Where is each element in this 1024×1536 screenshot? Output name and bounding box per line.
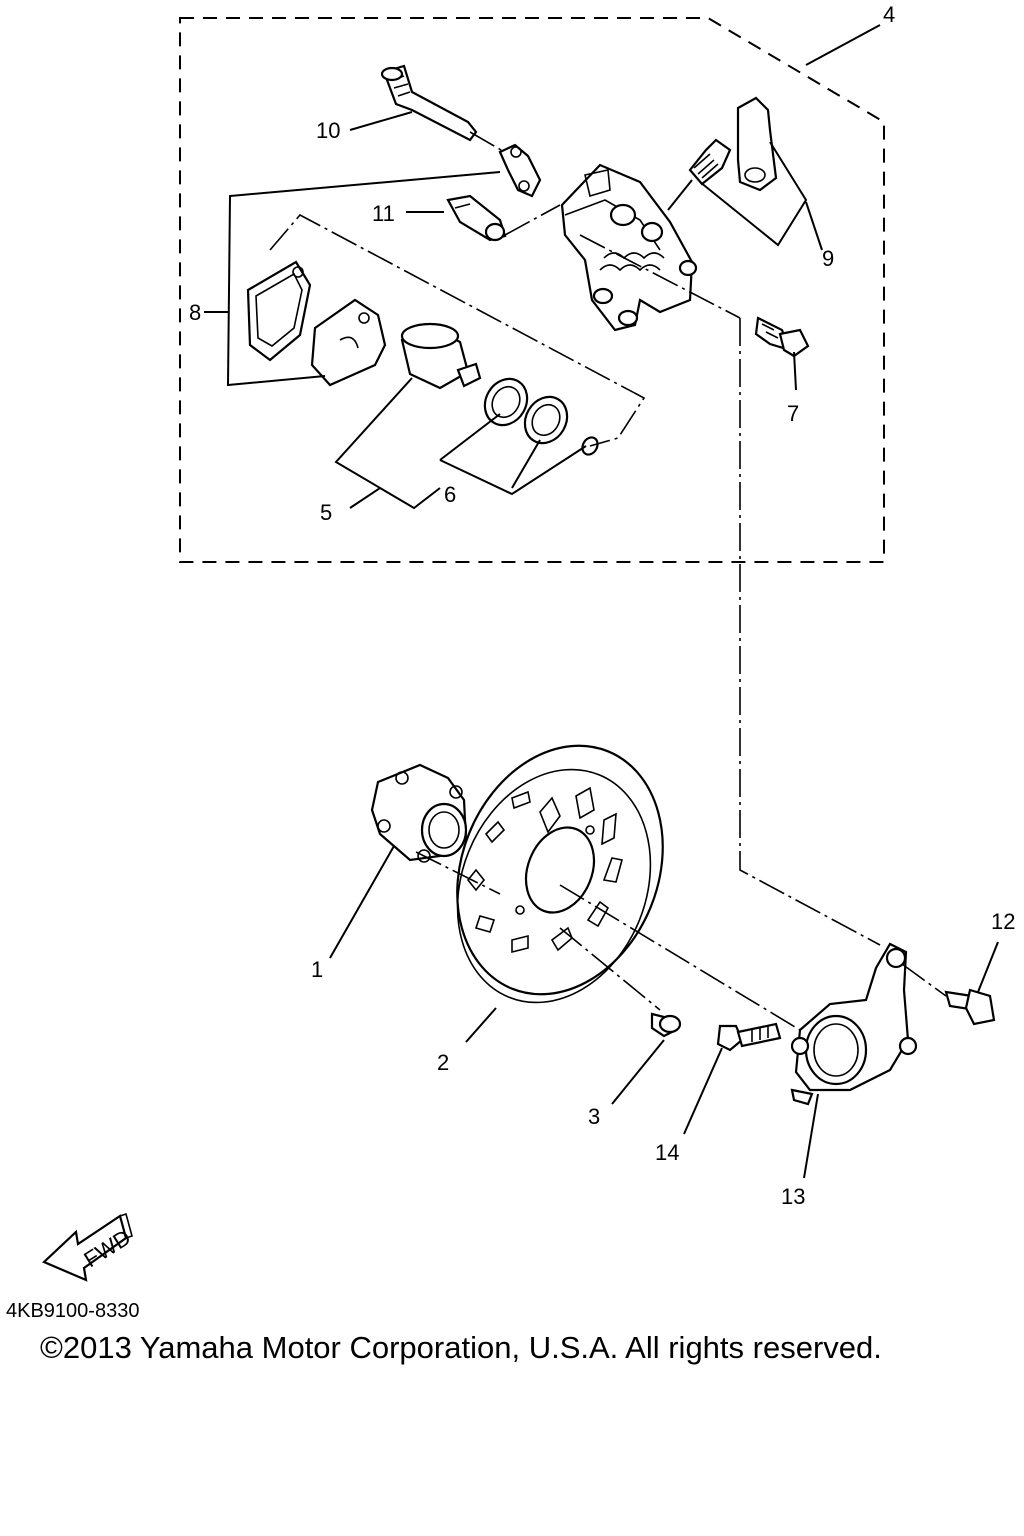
callout-7: 7 [787, 401, 799, 426]
copyright-notice: ©2013 Yamaha Motor Corporation, U.S.A. A… [40, 1330, 882, 1365]
slide-pin [380, 64, 478, 142]
caliper-piston [400, 322, 482, 390]
brake-pad-outer [246, 260, 312, 362]
callout-13: 13 [781, 1184, 805, 1209]
pin-bolt-small [446, 194, 507, 242]
callout-9: 9 [822, 246, 834, 271]
rear-hub [370, 763, 468, 863]
caliper-bolt [754, 316, 810, 358]
callout-1: 1 [311, 957, 323, 982]
brake-disc [456, 744, 664, 1004]
callout-2: 2 [437, 1050, 449, 1075]
caliper-bracket-bolt [716, 1022, 782, 1052]
caliper-assembly-boundary [179, 17, 885, 563]
bleed-screw-cap [736, 96, 778, 192]
dust-seal [523, 395, 569, 445]
callout-4: 4 [883, 2, 895, 27]
callout-12: 12 [991, 909, 1015, 934]
callout-6: 6 [444, 482, 456, 507]
callout-8: 8 [189, 300, 201, 325]
disc-bolt [650, 1012, 682, 1038]
part-code: 4KB9100-8330 [6, 1300, 140, 1322]
pad-clip [498, 143, 542, 198]
bleed-screw [688, 138, 732, 186]
caliper-body [560, 163, 698, 332]
callout-14: 14 [655, 1140, 679, 1165]
callout-11: 11 [372, 201, 395, 226]
callout-5: 5 [320, 500, 332, 525]
forward-direction-arrow: FWD [42, 1212, 135, 1282]
callout-10: 10 [316, 118, 340, 143]
caliper-bracket [790, 942, 918, 1106]
bracket-bolt [944, 988, 996, 1026]
callout-3: 3 [588, 1104, 600, 1129]
brake-pad-inner [310, 298, 387, 387]
